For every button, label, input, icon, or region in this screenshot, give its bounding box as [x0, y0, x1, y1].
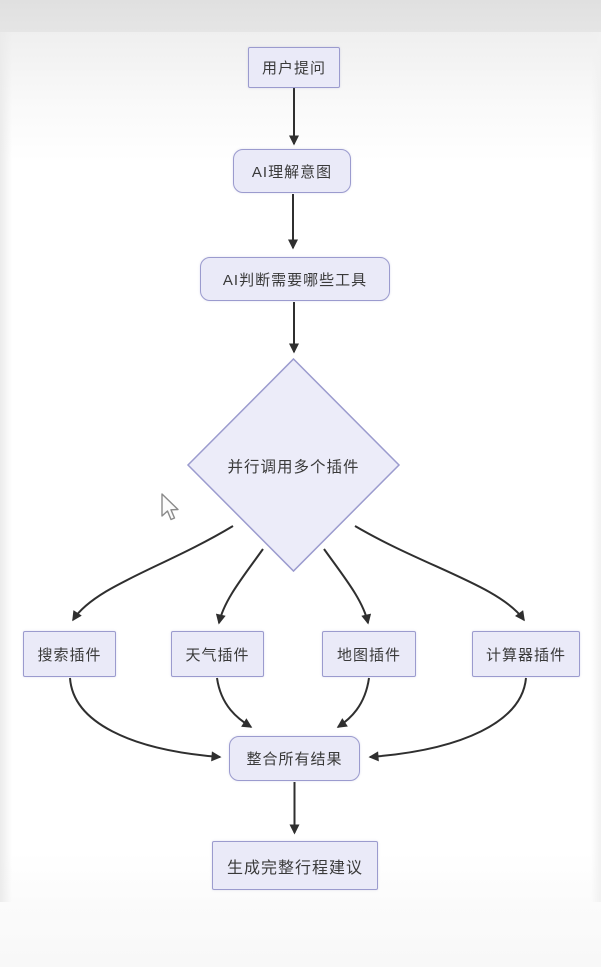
node-generate-itinerary: 生成完整行程建议: [212, 841, 378, 890]
top-gray-band: [0, 0, 601, 32]
right-edge-shade: [591, 32, 601, 902]
edge-p2-m: [216, 677, 253, 728]
edge-p1-m: [69, 677, 222, 762]
node-ai-decide-tools: AI判断需要哪些工具: [200, 257, 390, 301]
edge-p4-m: [368, 677, 527, 762]
decision-diamond-shape: [186, 357, 401, 573]
edge-d-p1: [72, 525, 234, 622]
edge-d-p2: [215, 548, 264, 625]
node-ai-understand-intent: AI理解意图: [233, 149, 351, 193]
edge-d-p4: [354, 525, 525, 622]
node-user-question: 用户提问: [248, 47, 340, 88]
edge-p3-m: [336, 677, 370, 728]
node-search-plugin: 搜索插件: [23, 631, 116, 677]
node-map-plugin: 地图插件: [322, 631, 416, 677]
node-weather-plugin: 天气插件: [171, 631, 264, 677]
node-merge-results: 整合所有结果: [229, 736, 360, 781]
node-parallel-call-plugins-label: 并行调用多个插件: [227, 459, 360, 476]
edge-d-p3: [323, 548, 372, 625]
left-edge-shade: [0, 32, 12, 902]
node-calculator-plugin: 计算器插件: [472, 631, 580, 677]
